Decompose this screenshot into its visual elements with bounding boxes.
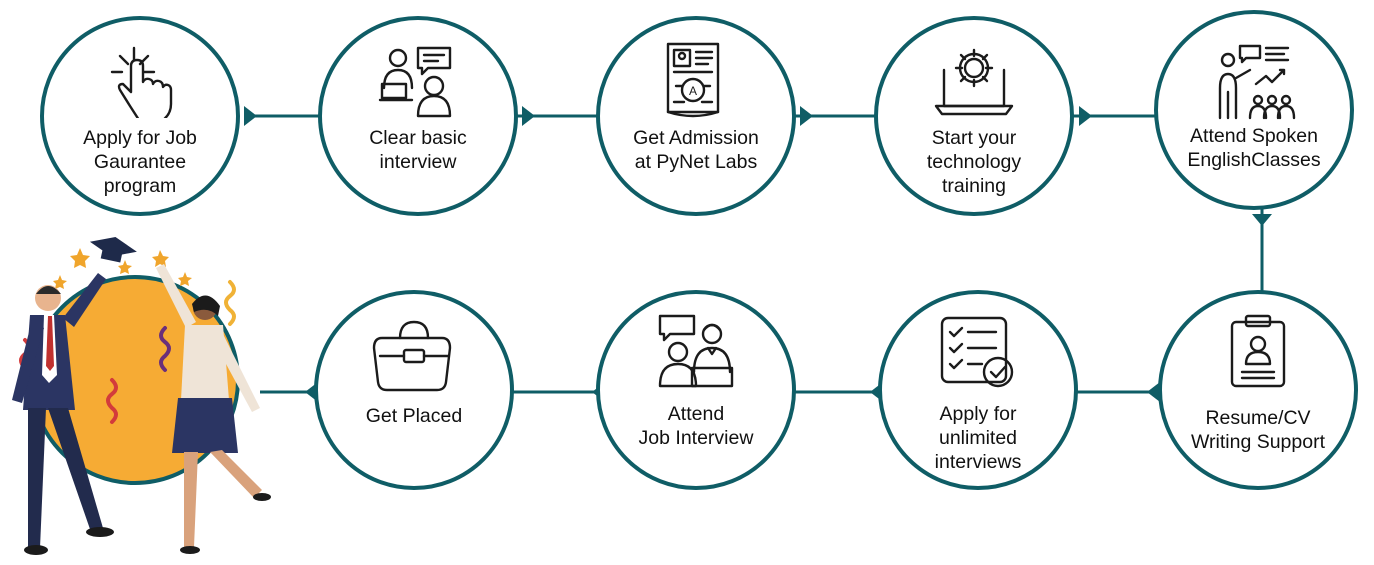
svg-text:A: A [689, 84, 697, 98]
job-interview-icon [658, 314, 734, 388]
arrow-head [1252, 214, 1272, 226]
arrow-head [244, 106, 257, 126]
laptop-gear-icon [934, 48, 1014, 116]
interview-icon [378, 46, 452, 118]
presenter-class-icon [1218, 44, 1296, 120]
admission-certificate-icon: A [666, 42, 720, 118]
briefcase-bag-icon [372, 320, 452, 392]
celebrating-graduates-icon [12, 236, 271, 555]
arrow-head [1147, 382, 1160, 402]
arrow-head [1079, 106, 1092, 126]
hand-click-icon [110, 46, 173, 118]
step-label: Get Placed [365, 405, 463, 427]
step-get-placed: Get Placed [314, 290, 514, 490]
resume-clipboard-icon [1230, 314, 1286, 388]
arrow-head [522, 106, 535, 126]
checklist-icon [940, 316, 1014, 388]
arrow-head [800, 106, 813, 126]
